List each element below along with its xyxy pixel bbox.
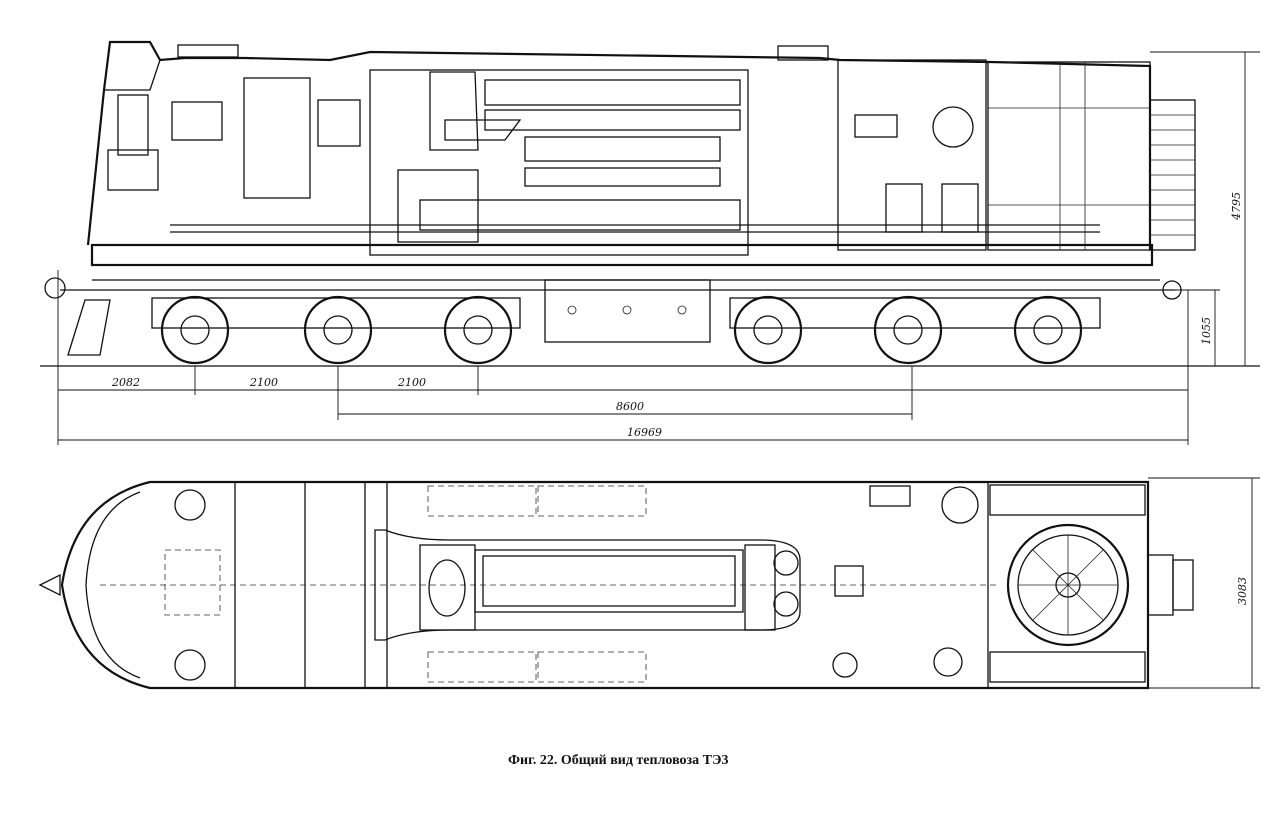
dim-axle-spacing-1: 2100 — [249, 376, 278, 389]
side-dimensions: 2082 2100 2100 8600 16969 4795 1055 — [57, 51, 1260, 445]
dim-bogie-centers: 8600 — [616, 400, 644, 413]
plan-dimensions: 3083 — [1148, 477, 1260, 689]
dim-overall-height: 4795 — [1230, 192, 1243, 221]
side-elevation — [40, 40, 1260, 367]
dim-body-width: 3083 — [1236, 577, 1249, 605]
dim-coupler-height: 1055 — [1200, 317, 1213, 345]
figure-caption: Фиг. 22. Общий вид тепловоза ТЭ3 — [508, 753, 729, 768]
dim-overall-length: 16969 — [627, 426, 662, 439]
plan-view — [38, 480, 1194, 690]
dim-front-overhang: 2082 — [111, 376, 140, 389]
dim-axle-spacing-2: 2100 — [397, 376, 426, 389]
